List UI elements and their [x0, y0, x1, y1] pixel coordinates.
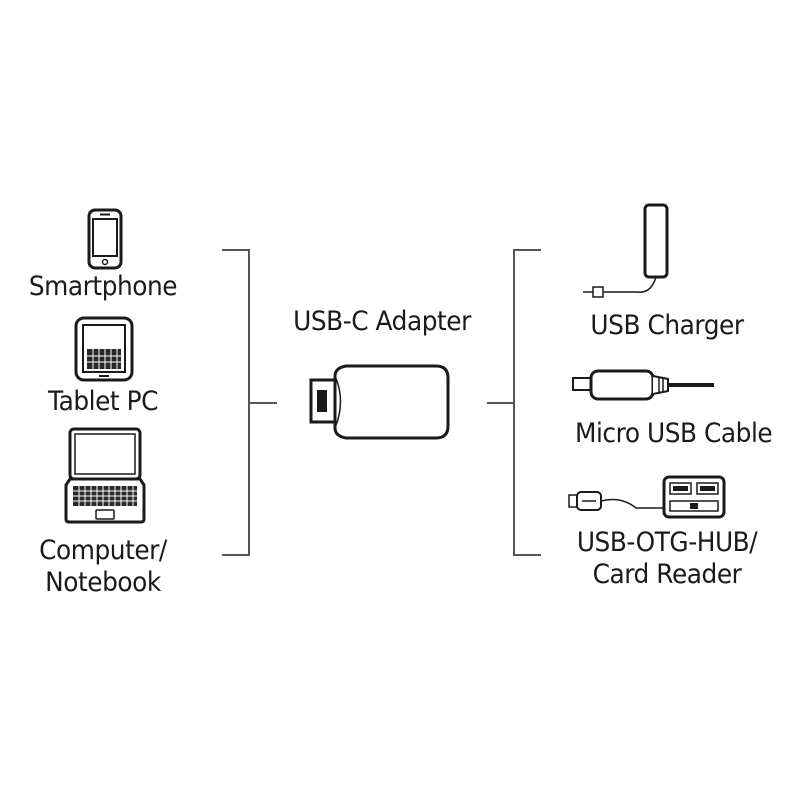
- charger-label: USB Charger: [590, 310, 744, 341]
- micro-usb-label: Micro USB Cable: [575, 418, 773, 449]
- smartphone-label: Smartphone: [28, 271, 178, 302]
- left-bracket: [222, 249, 250, 556]
- otg-label-line1: USB-OTG-HUB/: [576, 527, 758, 558]
- laptop-icon: [64, 427, 146, 524]
- micro-usb-cable-icon: [572, 369, 714, 401]
- usb-otg-hub-icon: [568, 475, 726, 519]
- otg-label-line2: Card Reader: [592, 559, 742, 590]
- adapter-label: USB-C Adapter: [293, 306, 471, 337]
- tablet-icon: [74, 316, 134, 382]
- smartphone-icon: [87, 208, 123, 270]
- tablet-label: Tablet PC: [47, 386, 159, 417]
- usb-c-adapter-icon: [309, 364, 450, 440]
- computer-label-line1: Computer/: [39, 535, 167, 566]
- usb-charger-icon: [583, 203, 669, 298]
- right-bracket: [513, 249, 541, 556]
- computer-label-line2: Notebook: [45, 567, 161, 598]
